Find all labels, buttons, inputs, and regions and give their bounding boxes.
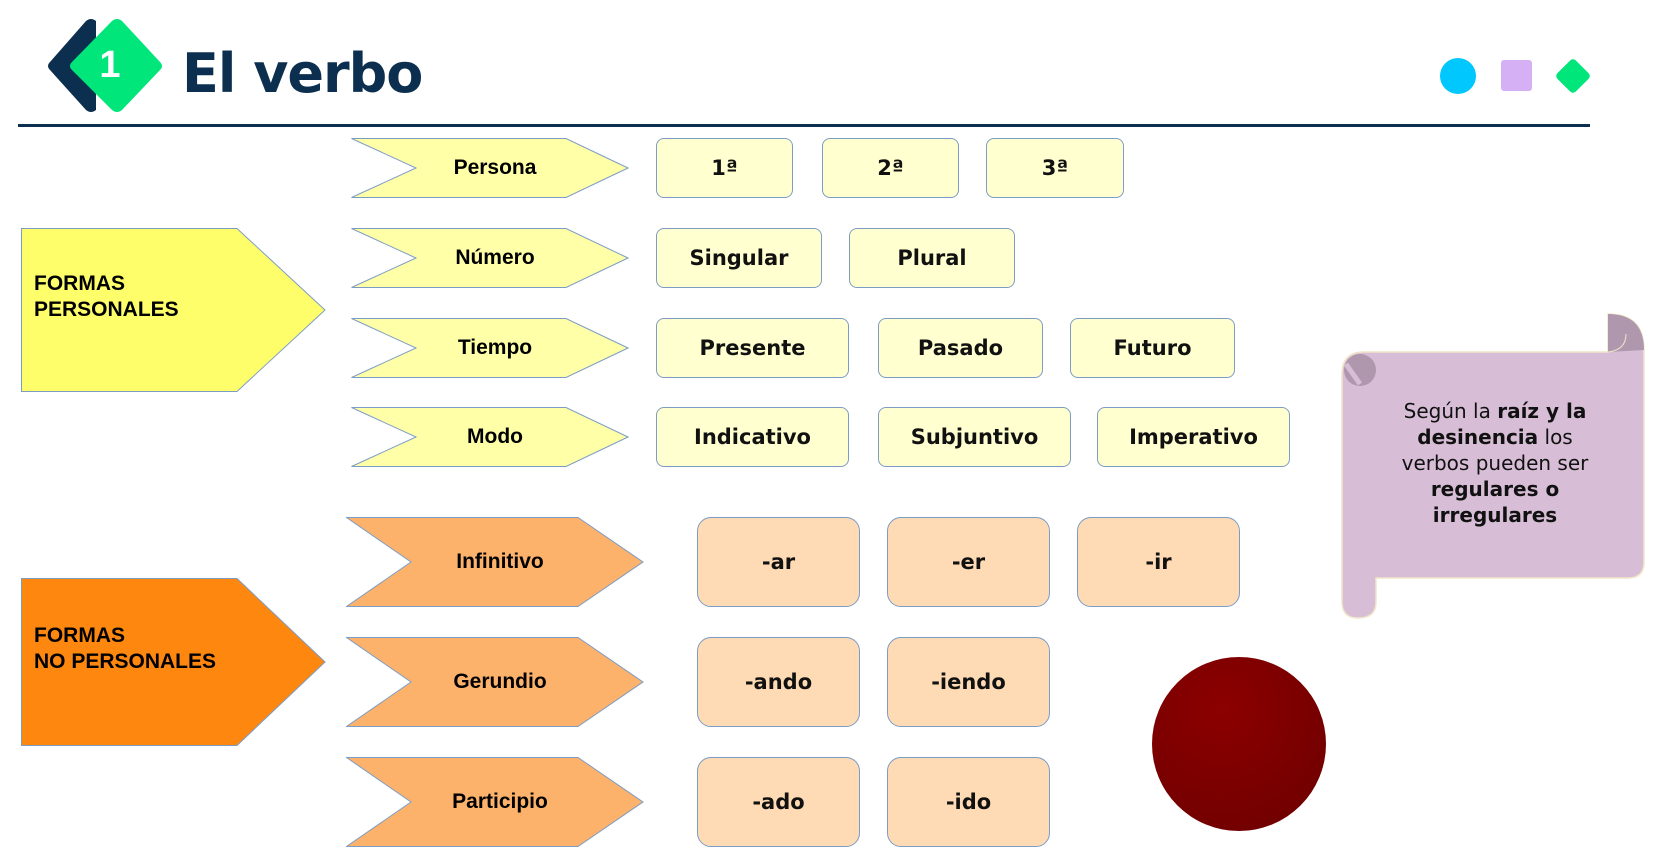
category-arrow: Número	[351, 228, 629, 288]
category-arrow: Modo	[351, 407, 629, 467]
formas-personales-label: FORMAS PERSONALES	[21, 228, 326, 392]
category-arrow: Participio	[346, 757, 644, 847]
header-divider	[18, 124, 1590, 127]
value-box: 3ª	[986, 138, 1124, 198]
category-label: Modo	[467, 425, 523, 448]
note-bold: raíz y la desinencia	[1417, 399, 1587, 449]
ending-box: -ado	[697, 757, 860, 847]
ending-box: -ir	[1077, 517, 1240, 607]
note-text: Según la	[1403, 399, 1498, 423]
label-line: FORMAS	[34, 272, 125, 295]
label-line: NO PERSONALES	[34, 650, 217, 673]
value-box: Pasado	[878, 318, 1043, 378]
chapter-number-badge	[48, 19, 162, 112]
category-arrow: Infinitivo	[346, 517, 644, 607]
ending-box: -er	[887, 517, 1050, 607]
value-box: Presente	[656, 318, 849, 378]
ending-box: -ar	[697, 517, 860, 607]
ending-box: -ando	[697, 637, 860, 727]
category-label: Participio	[452, 790, 548, 813]
value-box: Imperativo	[1097, 407, 1290, 467]
category-label: Tiempo	[457, 336, 533, 359]
ending-box: -iendo	[887, 637, 1050, 727]
value-box: Subjuntivo	[878, 407, 1071, 467]
scroll-note-text: Según la raíz y la desinencia los verbos…	[1390, 398, 1600, 528]
ending-box: -ido	[887, 757, 1050, 847]
label-line: FORMAS	[34, 624, 125, 647]
value-box: Singular	[656, 228, 822, 288]
red-circle	[1152, 657, 1326, 831]
value-box: Plural	[849, 228, 1015, 288]
category-label: Infinitivo	[456, 550, 544, 573]
value-box: Indicativo	[656, 407, 849, 467]
formas-no-personales-label: FORMAS NO PERSONALES	[21, 578, 326, 746]
category-arrow: Persona	[351, 138, 629, 198]
note-bold: regulares o irregulares	[1430, 477, 1560, 527]
category-arrow: Gerundio	[346, 637, 644, 727]
scroll-note	[1341, 313, 1645, 619]
circle-icon	[1440, 58, 1476, 94]
category-label: Persona	[453, 156, 537, 179]
value-box: 2ª	[822, 138, 959, 198]
chapter-number: 1	[99, 44, 121, 86]
category-arrow: Tiempo	[351, 318, 629, 378]
category-label: Número	[455, 246, 535, 269]
value-box: 1ª	[656, 138, 793, 198]
note-text: los verbos pueden ser	[1401, 425, 1589, 475]
diamond-icon	[1554, 57, 1592, 95]
label-line: PERSONALES	[34, 298, 179, 321]
square-icon	[1501, 60, 1532, 91]
value-box: Futuro	[1070, 318, 1235, 378]
page-title: El verbo	[182, 42, 423, 105]
category-label: Gerundio	[453, 670, 547, 693]
